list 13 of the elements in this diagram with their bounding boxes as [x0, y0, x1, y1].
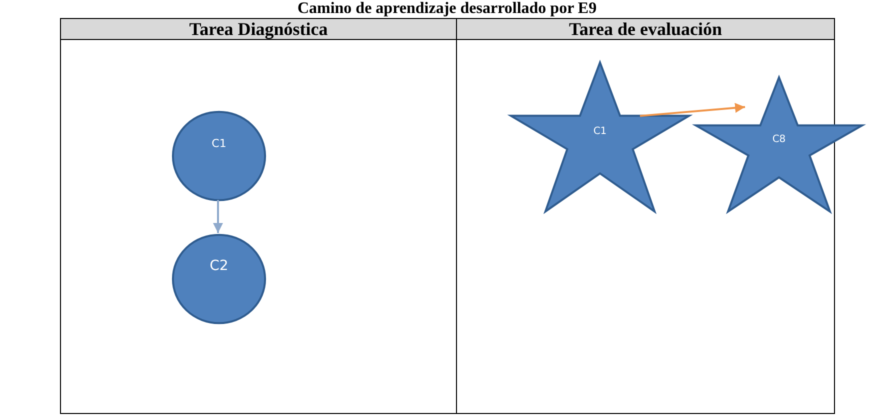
star-node: [694, 76, 864, 213]
column-header: Tarea de evaluación: [457, 19, 834, 40]
arrow: [640, 102, 746, 117]
star-node: [509, 61, 691, 213]
node-label: C1: [210, 136, 228, 150]
circle-node: [172, 234, 266, 324]
node-label: C8: [771, 134, 787, 146]
circle-node: [172, 111, 266, 201]
column-header: Tarea Diagnóstica: [61, 19, 456, 40]
table-title: Camino de aprendizaje desarrollado por E9: [296, 0, 598, 18]
arrow: [213, 200, 223, 233]
node-label: C1: [592, 126, 608, 138]
node-label: C2: [208, 258, 230, 274]
